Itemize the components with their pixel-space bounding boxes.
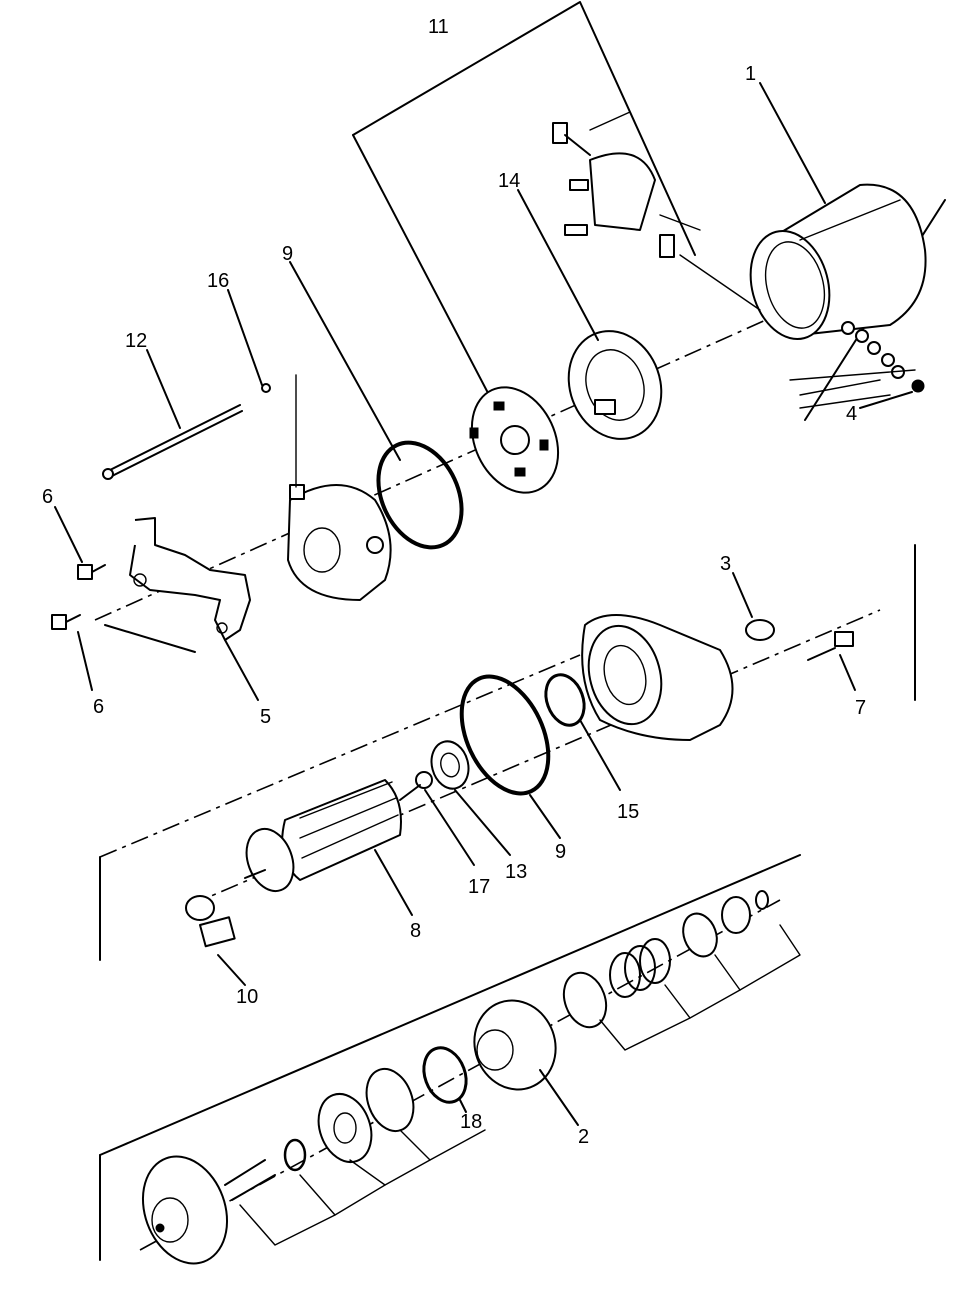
stop-collar [317, 1093, 373, 1163]
callout-12: 12 [125, 330, 147, 352]
brush-plate [567, 330, 663, 440]
callout-14: 14 [498, 170, 520, 192]
callout-11: 11 [428, 16, 449, 38]
o-ring-lower [459, 674, 551, 796]
callout-3: 3 [720, 553, 731, 575]
front-housing [581, 614, 734, 741]
through-bolt [102, 404, 243, 480]
ring-18 [422, 1046, 468, 1104]
drive-shaft [141, 1155, 276, 1265]
callout-6a: 6 [42, 486, 53, 508]
callout-9b: 9 [555, 841, 566, 863]
stop-collar-hole [333, 1112, 357, 1144]
callout-4: 4 [846, 403, 857, 425]
washer-3 [745, 619, 775, 641]
callout-8: 8 [410, 920, 421, 942]
callout-10: 10 [236, 986, 258, 1008]
end-washer [721, 896, 751, 934]
callout-13: 13 [505, 861, 527, 883]
spring [609, 938, 671, 998]
o-ring-upper [376, 440, 464, 550]
bearing-13 [430, 740, 470, 790]
callout-7: 7 [855, 697, 866, 719]
ring-17 [415, 771, 433, 789]
bushing-10 [185, 895, 236, 948]
lower-group-brackets [239, 924, 801, 1246]
callout-2: 2 [578, 1126, 589, 1148]
leader-lines [54, 82, 856, 1126]
callout-15: 15 [617, 801, 639, 823]
brush-terminal-parts [552, 111, 761, 311]
mounting-bracket [129, 517, 251, 641]
callout-9a: 9 [282, 243, 293, 265]
rear-end-cover [287, 484, 392, 601]
screw-upper [77, 564, 106, 580]
axis-lines [94, 259, 901, 1251]
callout-labels: 1 2 3 4 5 6 6 7 8 9 9 10 11 12 13 14 15 … [42, 16, 866, 1148]
callout-6b: 6 [93, 696, 104, 718]
terminal-hardware [789, 321, 925, 409]
clutch-gear [473, 999, 557, 1091]
callout-1: 1 [745, 63, 756, 85]
sleeve [562, 971, 608, 1029]
callout-17: 17 [468, 876, 490, 898]
circlip-15 [544, 673, 586, 727]
callout-16: 16 [207, 270, 229, 292]
shaft-circlip [283, 1138, 307, 1172]
armature [244, 779, 421, 892]
callout-5: 5 [260, 706, 271, 728]
collar [682, 912, 718, 958]
callout-18: 18 [460, 1111, 482, 1133]
brush-holder [469, 386, 560, 494]
end-clip [755, 890, 769, 910]
screw-lower [51, 614, 81, 630]
bolt-7 [807, 631, 854, 661]
washer-16 [261, 383, 271, 393]
yoke-housing [749, 183, 927, 341]
